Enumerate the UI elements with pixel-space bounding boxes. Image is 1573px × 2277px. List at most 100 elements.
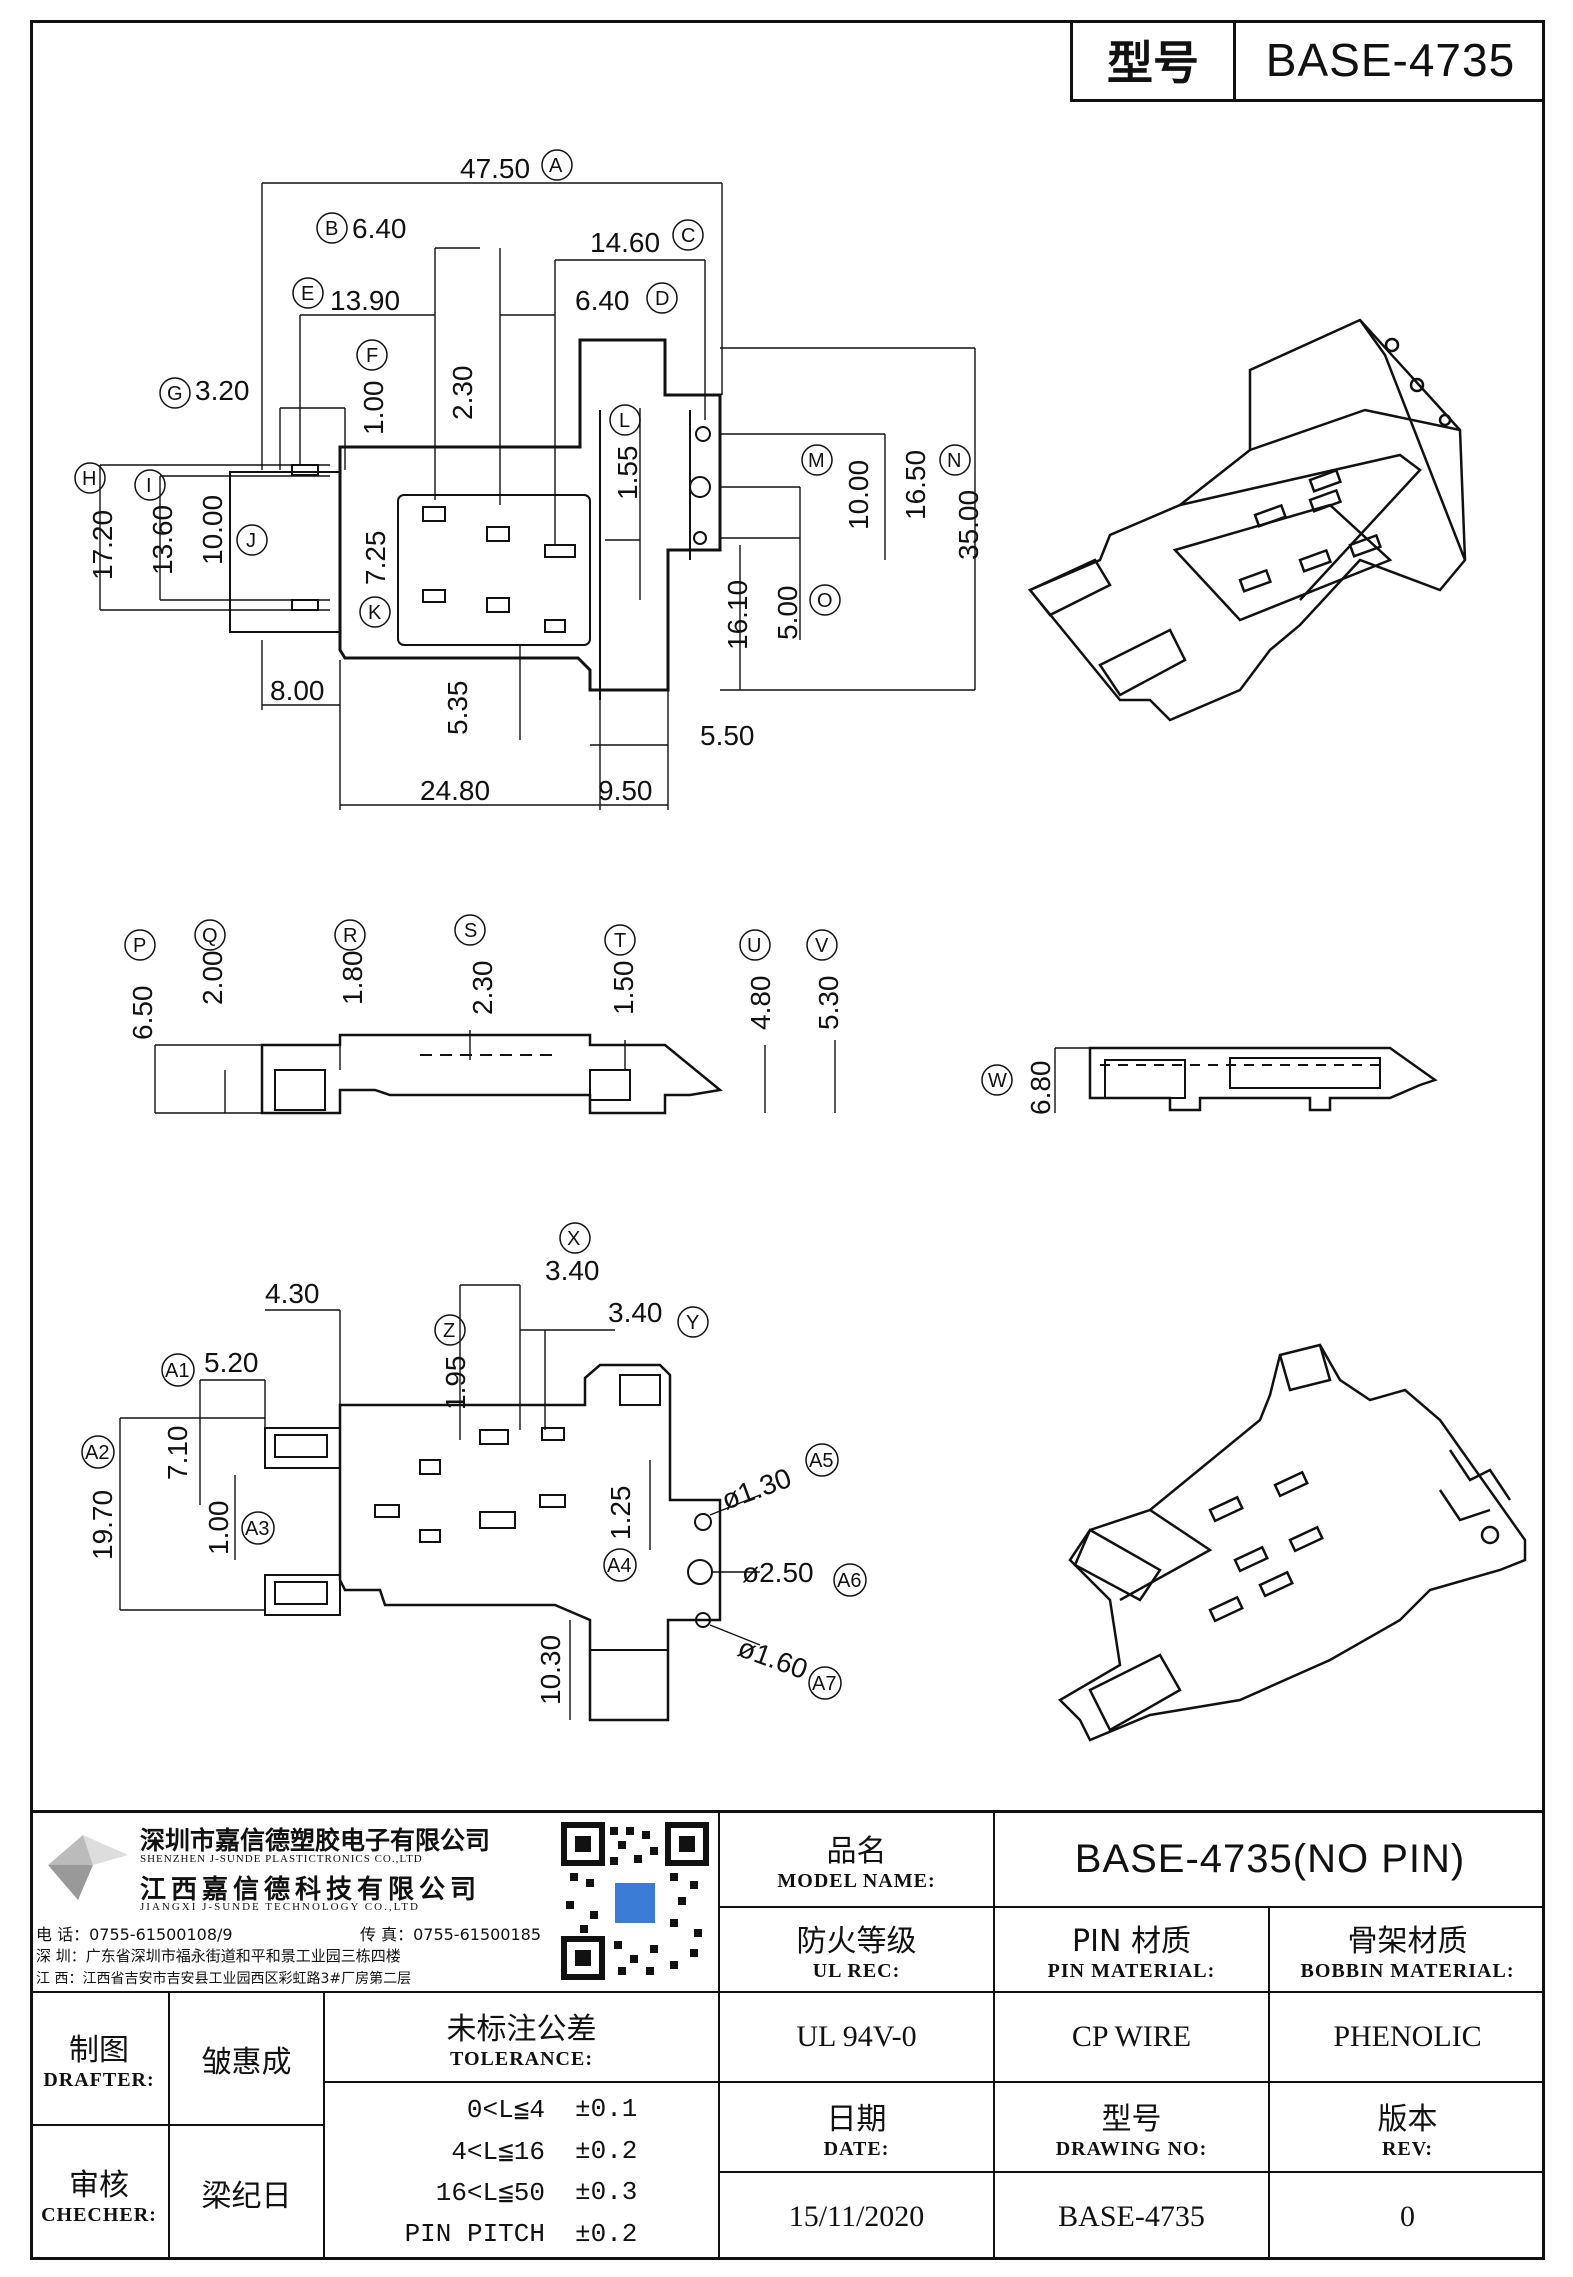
label-G: G [167,383,183,405]
top-slot-1 [291,464,319,476]
top-hole-1 [695,426,711,442]
date-value: 15/11/2020 [720,2173,995,2260]
iso-bottom-view [1057,1343,1527,1742]
label-A7: A7 [812,1673,836,1695]
label-S: S [464,920,477,942]
dim-4-30: 4.30 [265,1278,320,1309]
date-label: 日期 DATE: [720,2083,995,2173]
dim-13-90: 13.90 [330,285,400,316]
label-M: M [808,450,825,472]
dim-1-80: 1.80 [337,951,368,1006]
label-Y: Y [686,1312,699,1334]
drawing-no-label: 型号 DRAWING NO: [995,2083,1270,2173]
dim-10-30: 10.30 [535,1635,566,1705]
top-slot-4 [486,526,510,542]
bottom-slot-3 [541,1427,565,1441]
company-phone: 电 话：0755-61500108/9 [36,1925,233,1944]
label-R: R [343,925,357,947]
label-H: H [82,468,96,490]
dim-19-70: 19.70 [87,1490,118,1560]
dim-13-60: 13.60 [147,505,178,575]
company-addr-sz: 深 圳：广东省深圳市福永街道和平和景工业园三栋四楼 [36,1947,401,1965]
rev-value: 0 [1400,2199,1415,2233]
qr-code [560,1821,710,1981]
top-view-outline [338,338,722,692]
bottom-hole-3 [695,1612,711,1628]
label-A3: A3 [245,1518,269,1540]
label-P: P [133,935,146,957]
bottom-hole-2 [687,1559,713,1585]
label-D: D [655,288,669,310]
bottom-slot-5 [479,1511,516,1529]
top-slot-2 [291,599,319,611]
label-Q: Q [202,925,218,947]
top-slot-6 [422,589,446,603]
model-key: 型号 [1073,20,1236,99]
bottom-left-tab-1 [264,1427,341,1469]
dim-7-10: 7.10 [162,1426,193,1481]
model-name-label: 品名 MODEL NAME: [720,1813,995,1908]
label-I: I [146,475,152,497]
iso-top-view [1027,318,1467,722]
dim-47-50: 47.50 [460,153,530,184]
side-slot-right [589,1069,631,1101]
top-view-inner-plate [397,494,591,646]
dim-6-50: 6.50 [127,986,158,1041]
bottom-foot [589,1649,669,1721]
bobbin-material-value: PHENOLIC [1270,1993,1545,2083]
label-A6: A6 [837,1570,861,1592]
bottom-slot-7 [374,1504,400,1518]
checker-name: 梁纪日 [170,2126,325,2260]
tol-row: PIN PITCH±0.2 [404,2219,638,2250]
dim-14-60: 14.60 [590,227,660,258]
bottom-slot-a [274,1434,328,1458]
drafter-label: 制图 DRAFTER: [30,1993,170,2126]
bottom-slot-6 [419,1529,441,1543]
dim-2-30-s: 2.30 [467,961,498,1016]
dim-24-80: 24.80 [420,775,490,806]
model-name-value: BASE-4735(NO PIN) [995,1813,1545,1908]
dim-6-40-b: 6.40 [352,213,407,244]
dim-8-00: 8.00 [270,675,325,706]
side-view-dims: 6.50 2.00 1.80 2.30 1.50 4.80 5.30 6.80 [127,951,1056,1116]
side-view-right [1088,1046,1438,1112]
side-view-labels: P Q R S T U V W [124,914,1013,1096]
side-slot-left [274,1069,326,1111]
label-A4: A4 [607,1555,631,1577]
bottom-view [119,1284,761,1722]
top-dim-lines [99,182,976,810]
dim-2-30: 2.30 [447,366,478,421]
dim-1-55: 1.55 [612,446,643,501]
company-name-sz: 深圳市嘉信德塑胶电子有限公司 [140,1826,491,1855]
rev-label: 版本 REV: [1270,2083,1545,2173]
tolerance-table: 0<L≦4±0.1 4<L≦16±0.2 16<L≦50±0.3 PIN PIT… [325,2083,720,2260]
company-name-jx: 江西嘉信德科技有限公司 [140,1875,482,1905]
dim-10-00: 10.00 [843,460,874,530]
dim-17-20: 17.20 [87,510,118,580]
label-A2: A2 [85,1442,109,1464]
label-T: T [614,930,626,952]
dim-2-00: 2.00 [197,951,228,1006]
dim-4-80: 4.80 [745,976,776,1031]
label-A1: A1 [165,1360,189,1382]
dim-phi-1-30: ø1.30 [717,1462,795,1516]
dim-1-50: 1.50 [608,961,639,1016]
dim-6-80: 6.80 [1025,1061,1056,1116]
label-L: L [619,410,630,432]
pin-material-label: PIN 材质 PIN MATERIAL: [995,1908,1270,1993]
dim-1-25: 1.25 [605,1486,636,1541]
dim-10-00-j: 10.00 [197,495,228,565]
dim-5-50: 5.50 [700,720,755,751]
dim-phi-2-50: ø2.50 [742,1557,814,1588]
bottom-slot-c [619,1374,661,1406]
drawing-frame [30,20,1545,2260]
dim-1-00: 1.00 [358,381,389,436]
label-F: F [366,345,378,367]
company-info: 深圳市嘉信德塑胶电子有限公司 SHENZHEN J-SUNDE PLASTICT… [30,1813,720,1993]
bottom-slot-1 [419,1459,441,1475]
top-view-left-tab [229,471,341,633]
company-addr-jx: 江 西：江西省吉安市吉安县工业园西区彩虹路3#厂房第二层 [36,1971,412,1987]
top-slot-5 [544,544,576,558]
pin-material-value: CP WIRE [995,1993,1270,2083]
